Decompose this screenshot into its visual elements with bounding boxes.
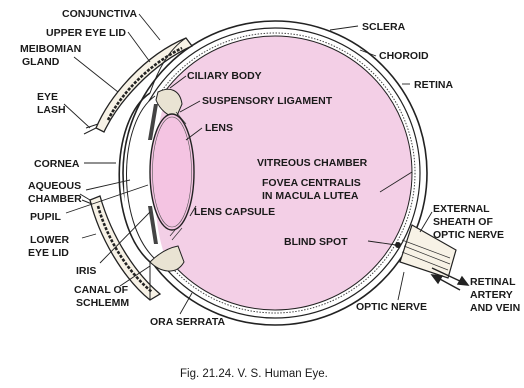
label-aqueous-1: AQUEOUS bbox=[28, 180, 81, 192]
label-blind-spot: BLIND SPOT bbox=[284, 236, 348, 248]
label-choroid: CHOROID bbox=[379, 50, 429, 62]
label-aqueous-2: CHAMBER bbox=[28, 193, 82, 205]
upper-eyelash bbox=[84, 124, 98, 134]
label-lower-lid-2: EYE LID bbox=[28, 247, 69, 259]
label-lens-capsule: LENS CAPSULE bbox=[194, 206, 275, 218]
label-lower-lid-1: LOWER bbox=[30, 234, 69, 246]
label-sclera: SCLERA bbox=[362, 21, 406, 33]
label-optic-nerve: OPTIC NERVE bbox=[356, 301, 427, 313]
label-meibomian-1: MEIBOMIAN bbox=[20, 43, 81, 55]
label-retinal-1: RETINAL bbox=[470, 276, 516, 288]
label-cornea: CORNEA bbox=[34, 158, 80, 170]
label-fovea-2: IN MACULA LUTEA bbox=[262, 190, 359, 202]
label-meibomian-2: GLAND bbox=[22, 56, 60, 68]
label-retina: RETINA bbox=[414, 79, 454, 91]
lens bbox=[150, 114, 194, 230]
label-eye-lash-2: LASH bbox=[37, 104, 66, 116]
label-retinal-2: ARTERY bbox=[470, 289, 513, 301]
label-ext-sheath-3: OPTIC NERVE bbox=[433, 229, 504, 241]
label-ora-serrata: ORA SERRATA bbox=[150, 316, 225, 328]
label-schlemm-2: SCHLEMM bbox=[76, 297, 129, 309]
label-schlemm-1: CANAL OF bbox=[74, 284, 129, 296]
label-ciliary-body: CILIARY BODY bbox=[187, 70, 262, 82]
label-upper-eye-lid: UPPER EYE LID bbox=[46, 27, 126, 39]
label-iris: IRIS bbox=[76, 265, 96, 277]
label-conjunctiva: CONJUNCTIVA bbox=[62, 8, 137, 20]
label-suspensory: SUSPENSORY LIGAMENT bbox=[202, 95, 333, 107]
label-ext-sheath-2: SHEATH OF bbox=[433, 216, 493, 228]
label-pupil: PUPIL bbox=[30, 211, 62, 223]
label-fovea-1: FOVEA CENTRALIS bbox=[262, 177, 361, 189]
label-lens: LENS bbox=[205, 122, 233, 134]
label-ext-sheath-1: EXTERNAL bbox=[433, 203, 490, 215]
label-retinal-3: AND VEIN bbox=[470, 302, 520, 314]
label-eye-lash-1: EYE bbox=[37, 91, 58, 103]
figure-caption: Fig. 21.24. V. S. Human Eye. bbox=[180, 368, 328, 380]
label-vitreous: VITREOUS CHAMBER bbox=[257, 157, 368, 169]
